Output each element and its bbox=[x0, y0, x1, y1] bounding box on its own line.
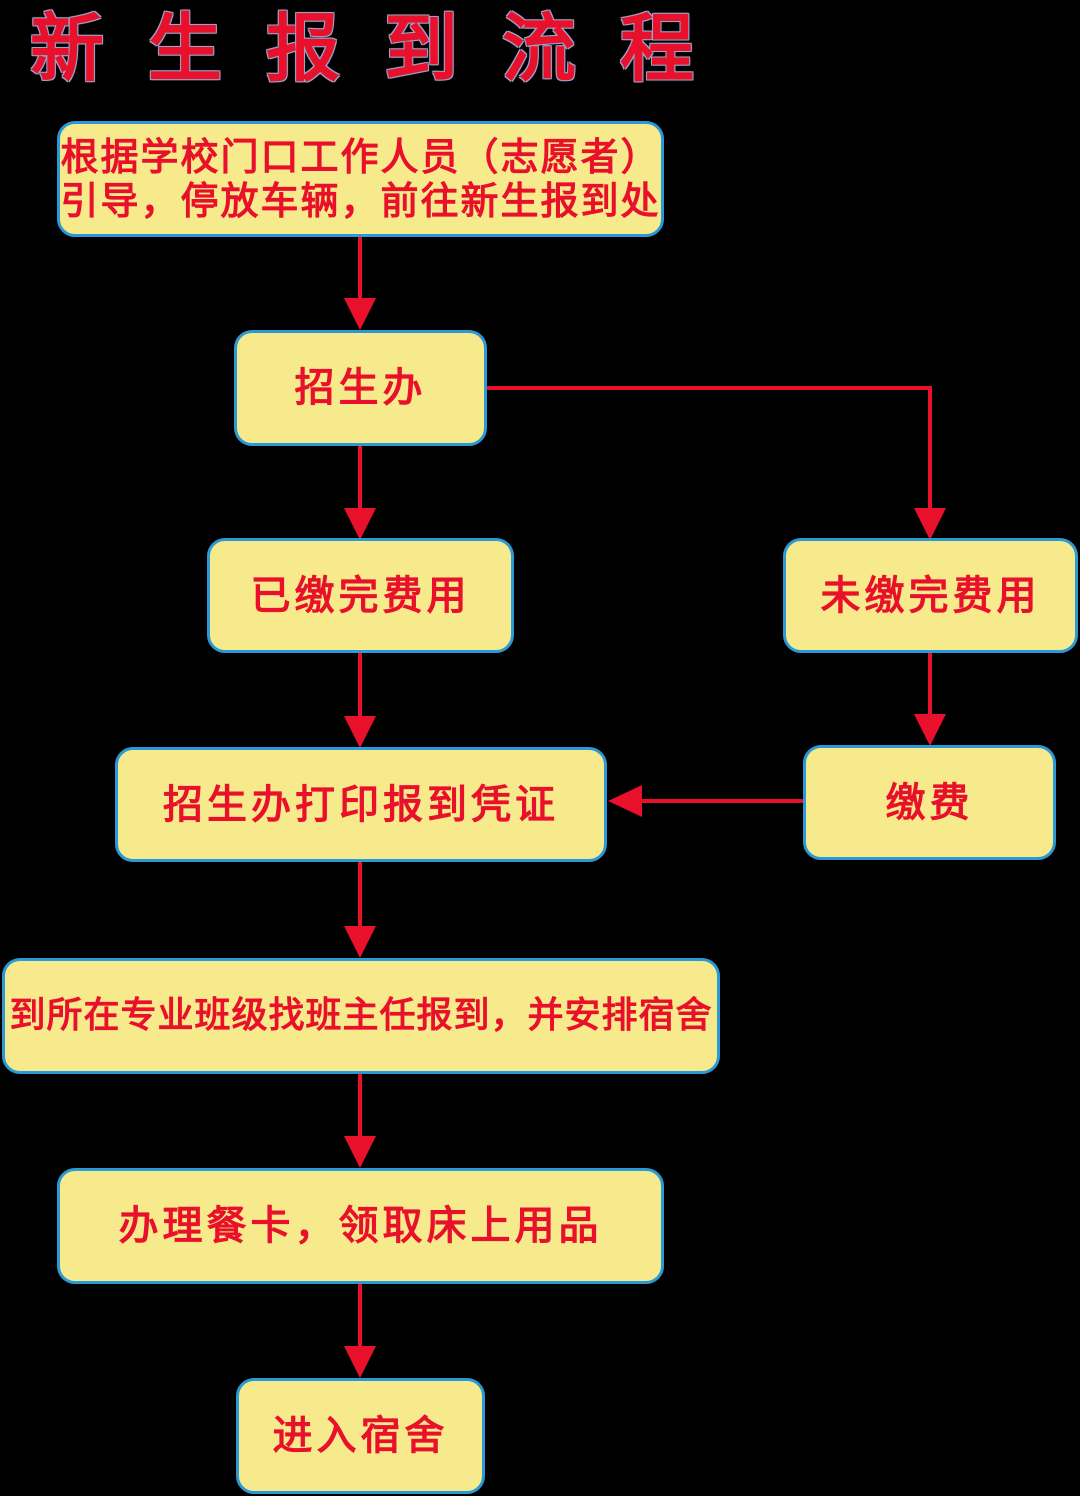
node-fees-paid-label: 已缴完费用 bbox=[250, 571, 471, 619]
node-meal-card: 办理餐卡，领取床上用品 bbox=[57, 1168, 664, 1284]
node-pay-fees-label: 缴费 bbox=[885, 778, 974, 826]
node-admissions-office: 招生办 bbox=[234, 330, 487, 446]
node-admissions-office-label: 招生办 bbox=[294, 364, 427, 411]
arrow-mealcard-to-dorm bbox=[344, 1284, 376, 1378]
node-print-certificate-label: 招生办打印报到凭证 bbox=[163, 780, 559, 828]
arrow-paid-to-certificate bbox=[344, 653, 376, 748]
arrow-class-to-mealcard bbox=[344, 1074, 376, 1168]
node-enter-dorm-label: 进入宿舍 bbox=[272, 1412, 449, 1459]
node-print-certificate: 招生办打印报到凭证 bbox=[115, 747, 607, 862]
node-guide: 根据学校门口工作人员（志愿者） 引导，停放车辆，前往新生报到处 bbox=[57, 121, 664, 237]
node-guide-line1: 根据学校门口工作人员（志愿者） bbox=[60, 134, 661, 180]
node-class-report: 到所在专业班级找班主任报到，并安排宿舍 bbox=[2, 958, 720, 1074]
node-guide-line2: 引导，停放车辆，前往新生报到处 bbox=[60, 178, 661, 223]
node-enter-dorm: 进入宿舍 bbox=[236, 1378, 485, 1494]
node-pay-fees: 缴费 bbox=[803, 745, 1056, 860]
arrow-pay-to-certificate bbox=[608, 785, 803, 817]
arrow-certificate-to-class bbox=[344, 862, 376, 958]
node-fees-unpaid-label: 未缴完费用 bbox=[820, 571, 1041, 619]
node-meal-card-label: 办理餐卡，领取床上用品 bbox=[118, 1202, 603, 1249]
node-class-report-label: 到所在专业班级找班主任报到，并安排宿舍 bbox=[9, 994, 713, 1037]
arrow-unpaid-to-pay bbox=[914, 653, 946, 746]
node-fees-paid: 已缴完费用 bbox=[207, 538, 514, 653]
page-title: 新生报到流程 bbox=[30, 5, 738, 92]
node-fees-unpaid: 未缴完费用 bbox=[783, 538, 1078, 653]
arrow-admissions-to-unpaid bbox=[487, 386, 946, 540]
arrow-guide-to-admissions bbox=[344, 237, 376, 330]
arrow-admissions-to-paid bbox=[344, 446, 376, 540]
